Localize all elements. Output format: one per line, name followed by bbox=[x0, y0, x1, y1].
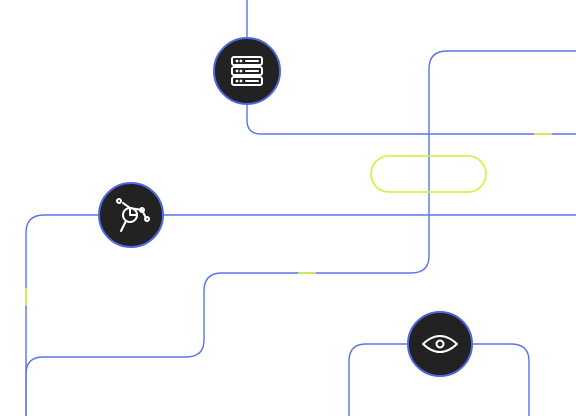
server-to-right-line bbox=[246, 102, 576, 135]
left-branch-line bbox=[25, 214, 100, 416]
server-stack-icon bbox=[231, 56, 263, 86]
upper-right-frame-line bbox=[25, 50, 576, 416]
center-capsule-outline bbox=[370, 155, 487, 193]
eye-node bbox=[407, 311, 473, 377]
eye-frame-line bbox=[348, 343, 530, 416]
data-node-icon bbox=[116, 198, 150, 232]
server-node bbox=[213, 37, 281, 105]
eye-icon bbox=[422, 335, 458, 353]
accent-marks bbox=[25, 133, 552, 306]
analytics-node bbox=[98, 182, 164, 248]
connector-lines bbox=[25, 0, 576, 416]
eye-node-circle bbox=[407, 311, 473, 377]
